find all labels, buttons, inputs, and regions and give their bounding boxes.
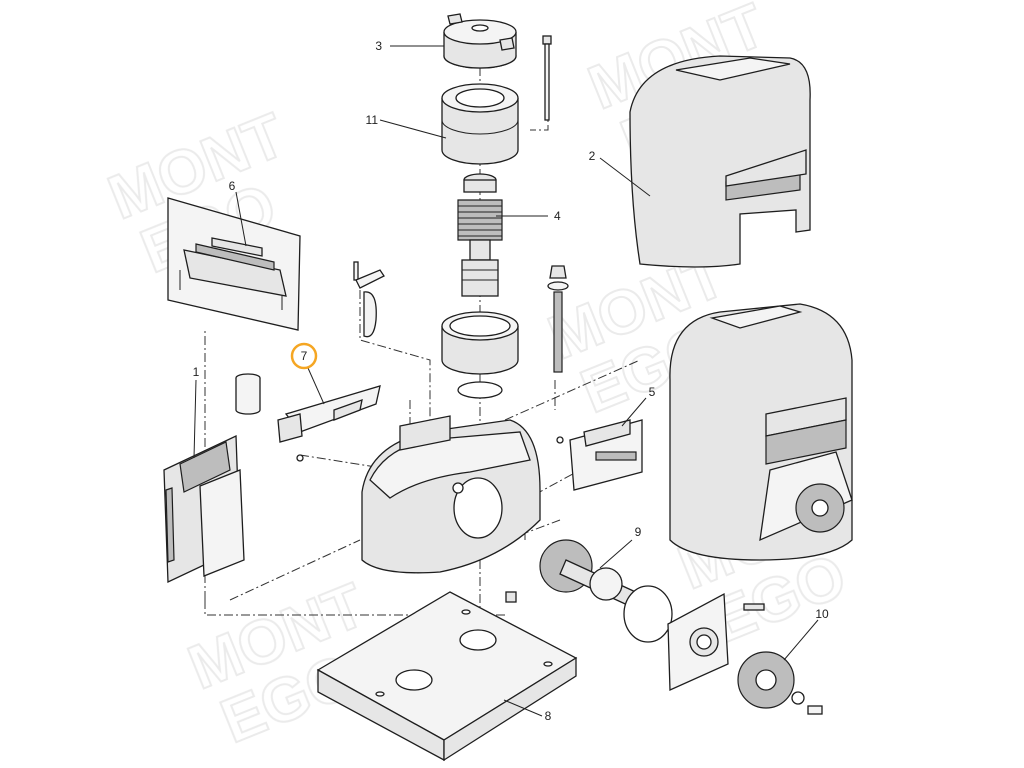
leader-7 — [307, 367, 325, 405]
leader-1 — [193, 379, 197, 459]
limit-switch — [556, 419, 643, 491]
o-ring — [457, 381, 503, 399]
callout-2[interactable]: 2 — [589, 149, 596, 163]
base-plate — [316, 591, 578, 762]
motor-cover — [629, 55, 811, 268]
worm-shaft — [457, 173, 503, 297]
long-bolt — [542, 35, 552, 121]
gear-flange — [667, 592, 765, 691]
drive-pinion — [737, 651, 823, 715]
control-board — [163, 373, 261, 584]
output-gear-shaft — [539, 539, 673, 643]
callout-6[interactable]: 6 — [229, 179, 236, 193]
leader-2 — [599, 157, 651, 197]
leader-lines — [193, 45, 819, 717]
leader-6 — [235, 191, 247, 247]
leader-5 — [621, 397, 647, 427]
motor-cap — [443, 13, 517, 69]
assembled-operator — [669, 303, 853, 561]
callout-3[interactable]: 3 — [375, 39, 382, 53]
callout-5[interactable]: 5 — [649, 385, 656, 399]
leader-8 — [503, 699, 543, 717]
stator — [441, 83, 519, 165]
threaded-rod — [547, 265, 569, 373]
gearbox-housing — [361, 415, 541, 574]
callout-4[interactable]: 4 — [554, 209, 561, 223]
callout-7[interactable]: 7 — [301, 349, 308, 363]
release-handle-detail — [167, 197, 301, 331]
leader-9 — [599, 539, 633, 569]
callout-7-highlight[interactable]: 7 — [290, 342, 318, 370]
leader-10 — [783, 619, 819, 661]
callout-10[interactable]: 10 — [815, 607, 829, 621]
release-lever — [277, 385, 381, 462]
highlight-ring — [290, 342, 318, 370]
bearing-cup — [441, 311, 519, 375]
callout-9[interactable]: 9 — [635, 525, 642, 539]
leader-11 — [379, 119, 447, 139]
callout-8[interactable]: 8 — [545, 709, 552, 723]
callout-11[interactable]: 11 — [366, 113, 379, 127]
screw-and-bracket — [353, 261, 385, 338]
callout-labels: 3 11 2 4 6 1 7 5 9 10 8 — [193, 39, 829, 723]
callout-1[interactable]: 1 — [193, 365, 200, 379]
